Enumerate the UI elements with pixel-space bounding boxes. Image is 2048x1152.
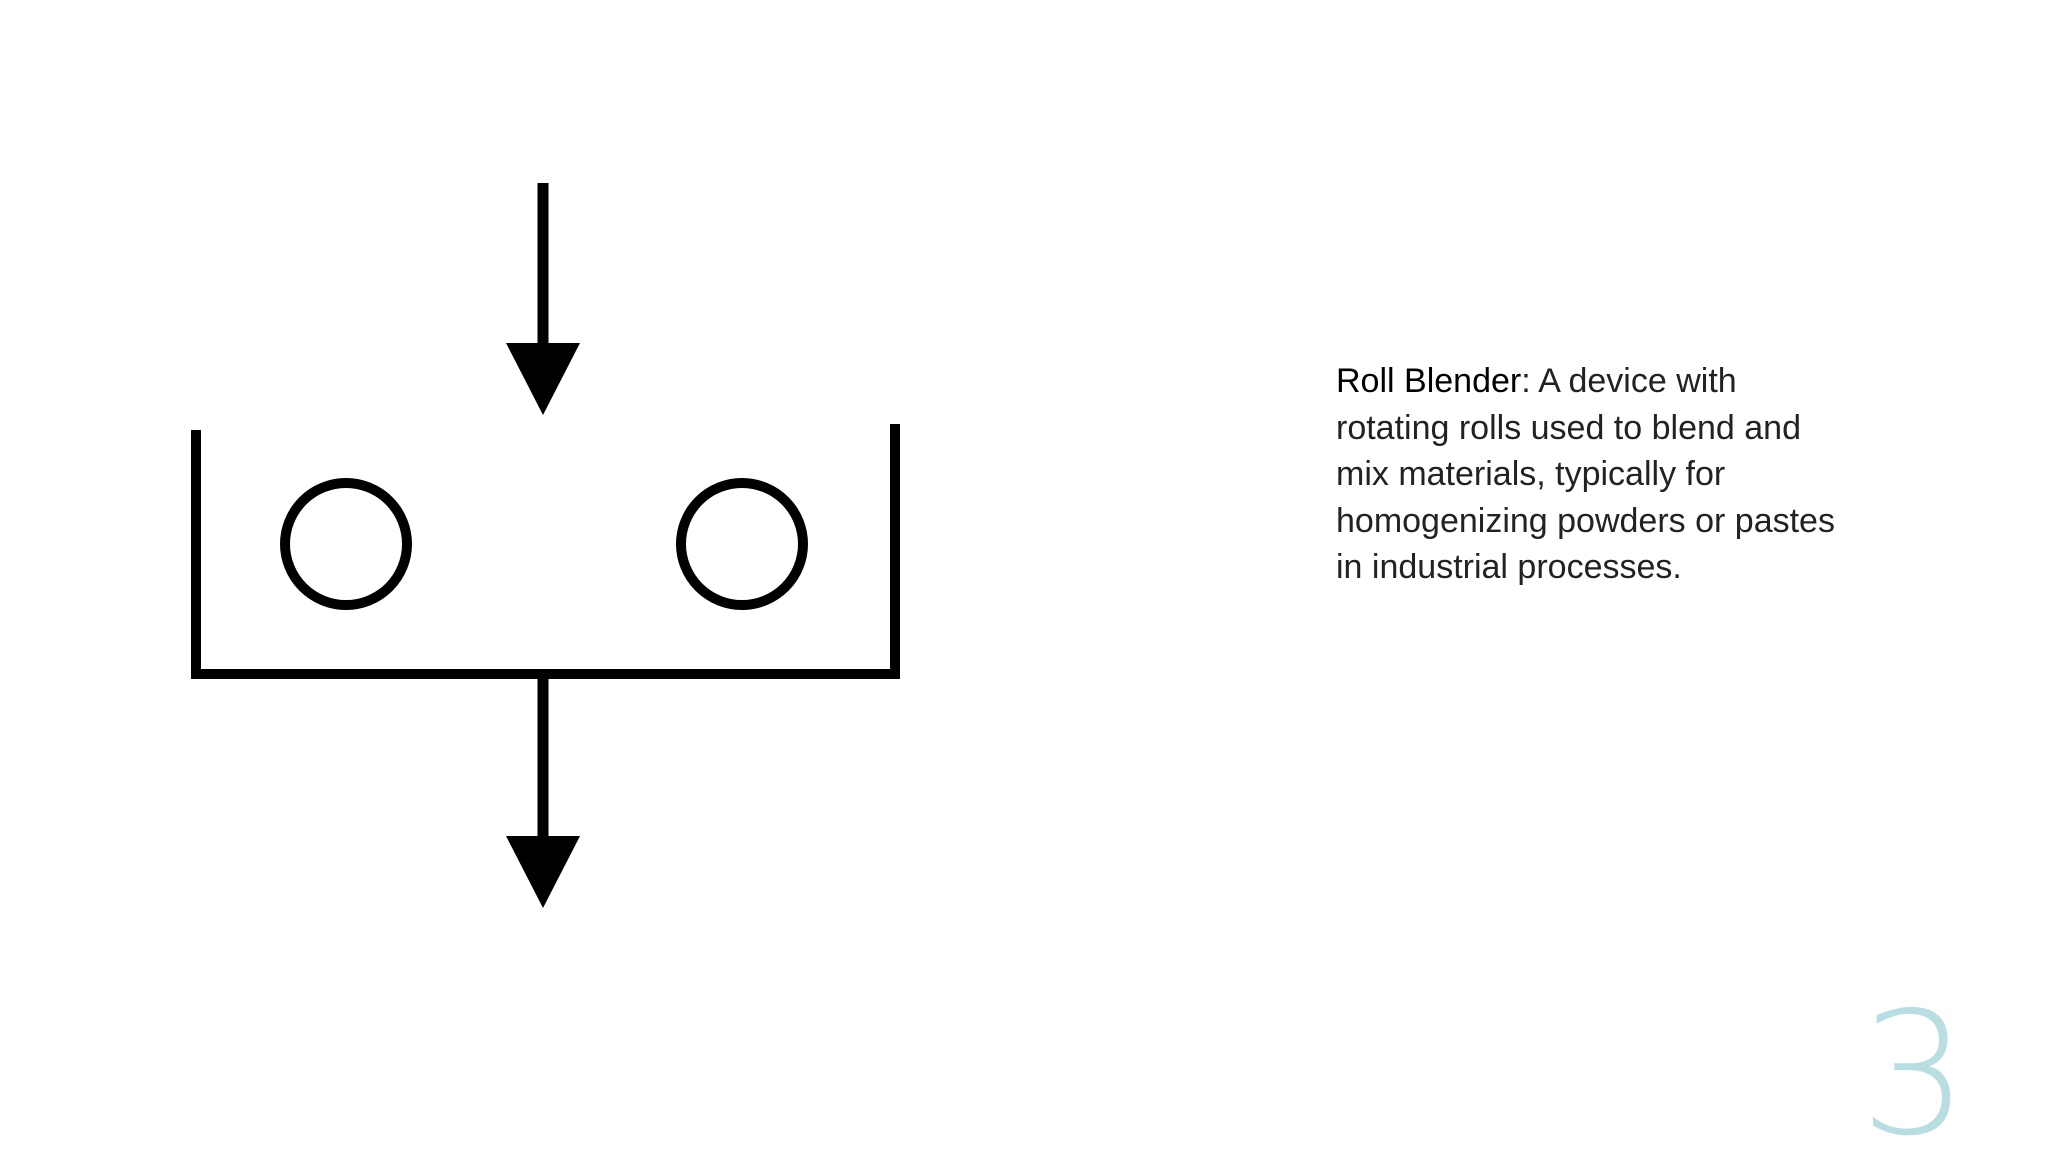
page-number: 3 <box>1860 990 1969 1152</box>
input-arrow <box>506 183 580 415</box>
term-roll-blender: Roll Blender <box>1336 362 1522 400</box>
output-arrow <box>506 674 580 908</box>
blender-vessel <box>191 424 900 679</box>
description-text: Roll Blender: A device with rotating rol… <box>1336 358 1836 591</box>
right-roll <box>676 478 808 610</box>
term-separator: : <box>1521 362 1531 400</box>
left-roll <box>280 478 412 610</box>
definition-text: A device with rotating rolls used to ble… <box>1336 362 1835 586</box>
roll-blender-diagram <box>191 183 900 908</box>
